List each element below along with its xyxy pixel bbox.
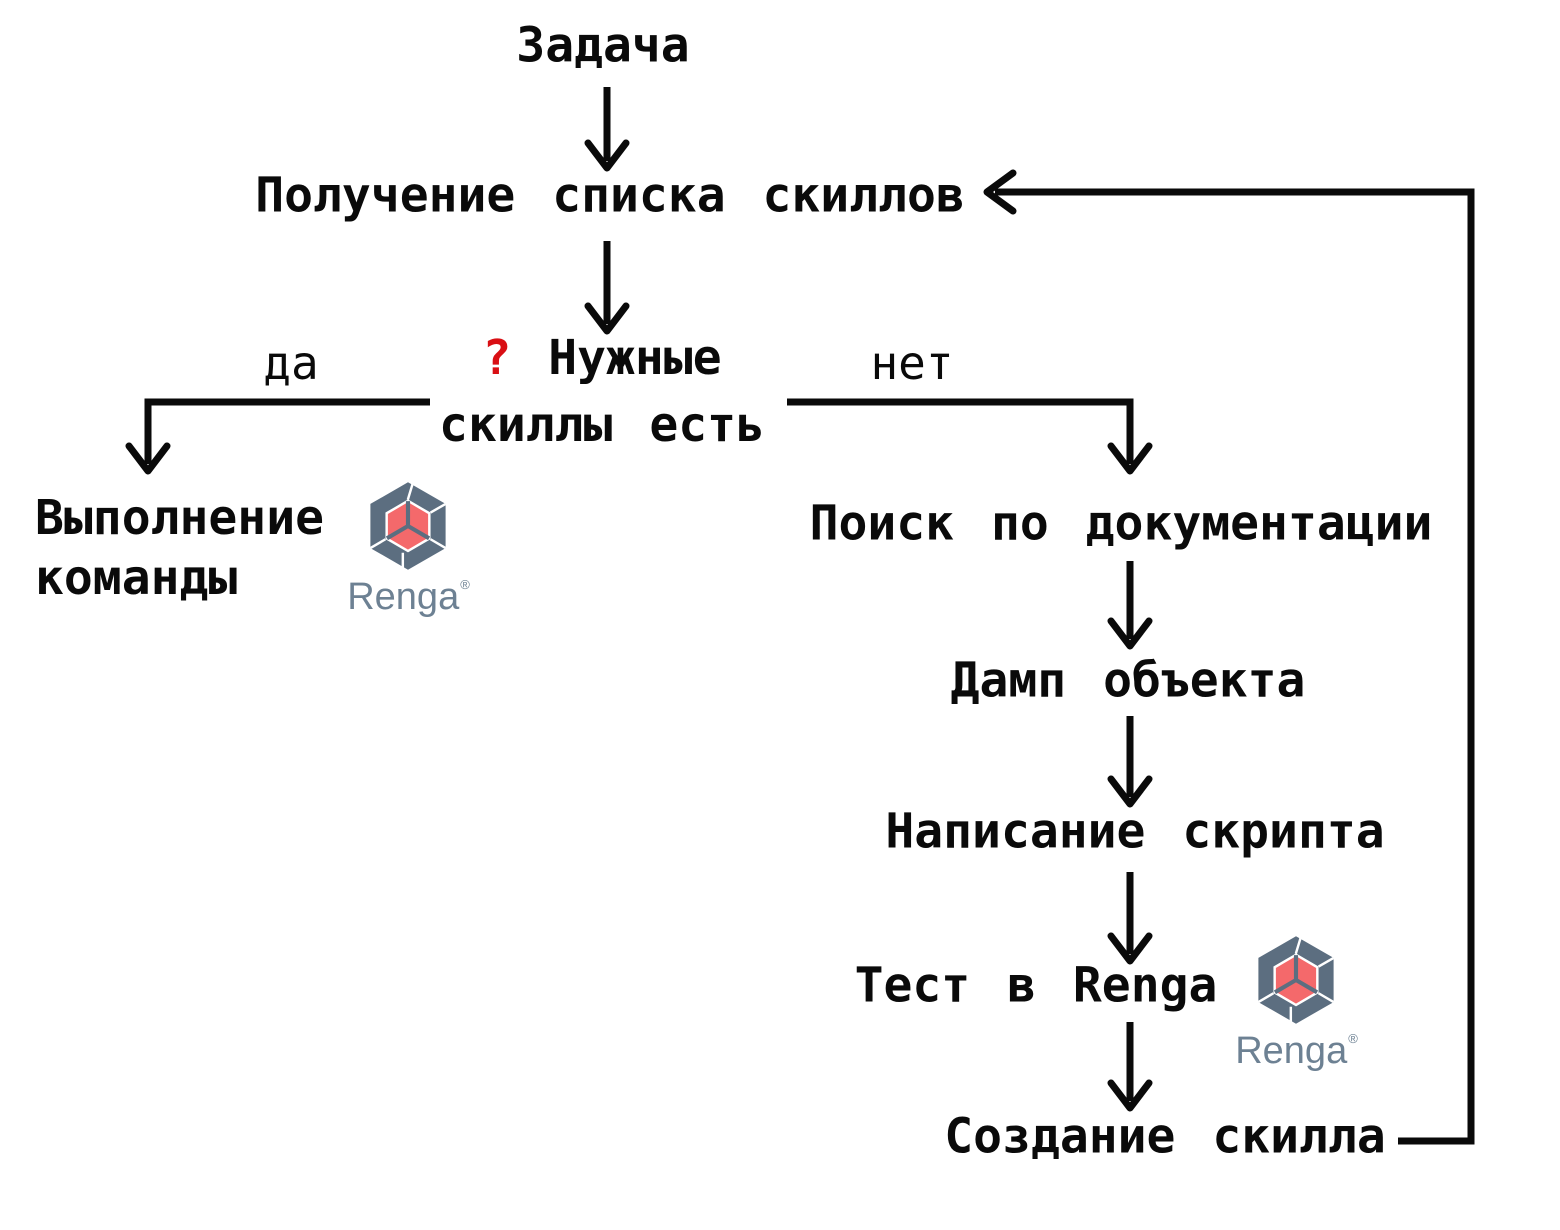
node-test-in-renga: Тест в Renga <box>854 957 1218 1014</box>
node-decision: ? Нужные скиллы есть <box>439 325 765 459</box>
branch-label-yes: да <box>263 336 319 390</box>
edge-task-to-get-skills-arrowhead <box>584 139 630 172</box>
edge-no-branch-line <box>787 398 1134 464</box>
edge-script-to-test-arrowhead <box>1107 932 1153 965</box>
node-create-skill: Создание скилла <box>944 1108 1386 1165</box>
decision-text-1: Нужные <box>548 330 722 386</box>
branch-label-no: нет <box>870 336 954 390</box>
node-task: Задача <box>516 17 690 74</box>
registered-trademark-symbol: ® <box>1348 1031 1358 1047</box>
edge-yes-branch-line <box>144 398 430 464</box>
edge-no-branch-arrowhead <box>1107 442 1153 475</box>
registered-trademark-symbol: ® <box>460 577 470 593</box>
edge-yes-branch-arrowhead <box>125 442 171 475</box>
renga-wordmark: Renga® <box>1235 1030 1358 1072</box>
renga-cube-icon <box>1257 935 1335 1025</box>
decision-line-1: ? Нужные <box>439 325 765 392</box>
execute-command-line-2: команды <box>35 550 238 606</box>
node-search-docs: Поиск по документации <box>809 495 1433 552</box>
edge-get-skills-to-decision-arrowhead <box>584 302 630 335</box>
node-execute-command: Выполнение команды <box>35 488 324 608</box>
renga-wordmark: Renga® <box>347 576 470 618</box>
edge-loop-back-line <box>995 188 1475 1145</box>
renga-wordmark-text: Renga <box>347 576 460 618</box>
renga-wordmark-text: Renga <box>1235 1030 1348 1072</box>
question-mark: ? <box>482 330 512 386</box>
renga-cube-icon <box>369 481 447 571</box>
node-write-script: Написание скрипта <box>885 803 1385 860</box>
node-get-skills: Получение списка скиллов <box>255 167 965 224</box>
edge-search-to-dump-arrowhead <box>1107 617 1153 650</box>
edge-loop-back-arrowhead <box>983 169 1017 215</box>
node-dump-object: Дамп объекта <box>950 652 1306 709</box>
renga-logo-left: Renga® <box>347 480 470 618</box>
renga-logo-right: Renga® <box>1235 934 1358 1072</box>
edge-dump-to-script-arrowhead <box>1107 775 1153 808</box>
edge-test-to-create-arrowhead <box>1107 1079 1153 1112</box>
execute-command-line-1: Выполнение <box>35 490 324 546</box>
decision-line-2: скиллы есть <box>439 397 765 453</box>
